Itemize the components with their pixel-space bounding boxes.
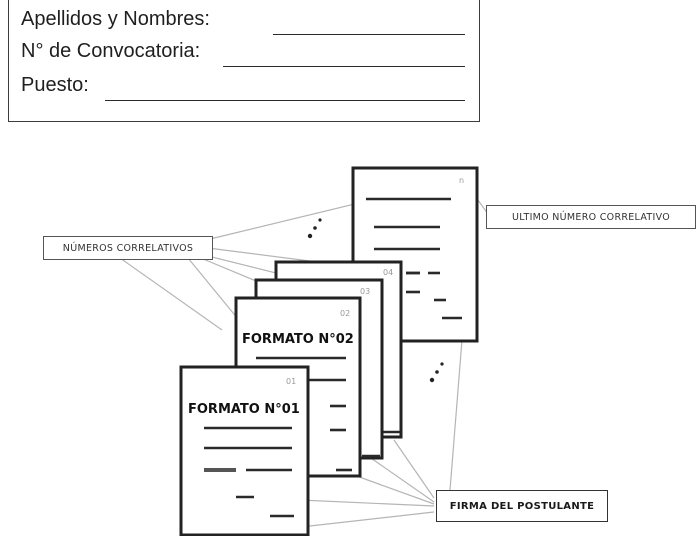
puesto-field-line[interactable] bbox=[105, 100, 465, 101]
page-03-number: 03 bbox=[360, 287, 370, 296]
page-n-number: n bbox=[459, 176, 464, 185]
formato-02-title: FORMATO N°02 bbox=[242, 332, 354, 347]
page-02-number: 02 bbox=[340, 309, 350, 318]
convocatoria-field-line[interactable] bbox=[223, 66, 465, 67]
page-04-number: 04 bbox=[383, 268, 393, 277]
callout-firma-postulante: FIRMA DEL POSTULANTE bbox=[436, 490, 608, 522]
puesto-label: Puesto: bbox=[21, 74, 89, 96]
callout-ultimo-numero: ULTIMO NÚMERO CORRELATIVO bbox=[486, 205, 696, 229]
applicant-info-box: Apellidos y Nombres: N° de Convocatoria:… bbox=[8, 0, 480, 122]
convocatoria-label: N° de Convocatoria: bbox=[21, 40, 201, 62]
ellipsis-upper bbox=[307, 218, 322, 239]
formato-01-title: FORMATO N°01 bbox=[188, 402, 300, 417]
page-01: 01 FORMATO N°01 bbox=[179, 365, 310, 536]
nombres-field-line[interactable] bbox=[273, 34, 465, 35]
nombres-label: Apellidos y Nombres: bbox=[21, 8, 210, 30]
page-01-number: 01 bbox=[286, 377, 296, 386]
callout-numeros-correlativos: NÚMEROS CORRELATIVOS bbox=[43, 236, 213, 260]
ellipsis-lower bbox=[429, 362, 444, 383]
